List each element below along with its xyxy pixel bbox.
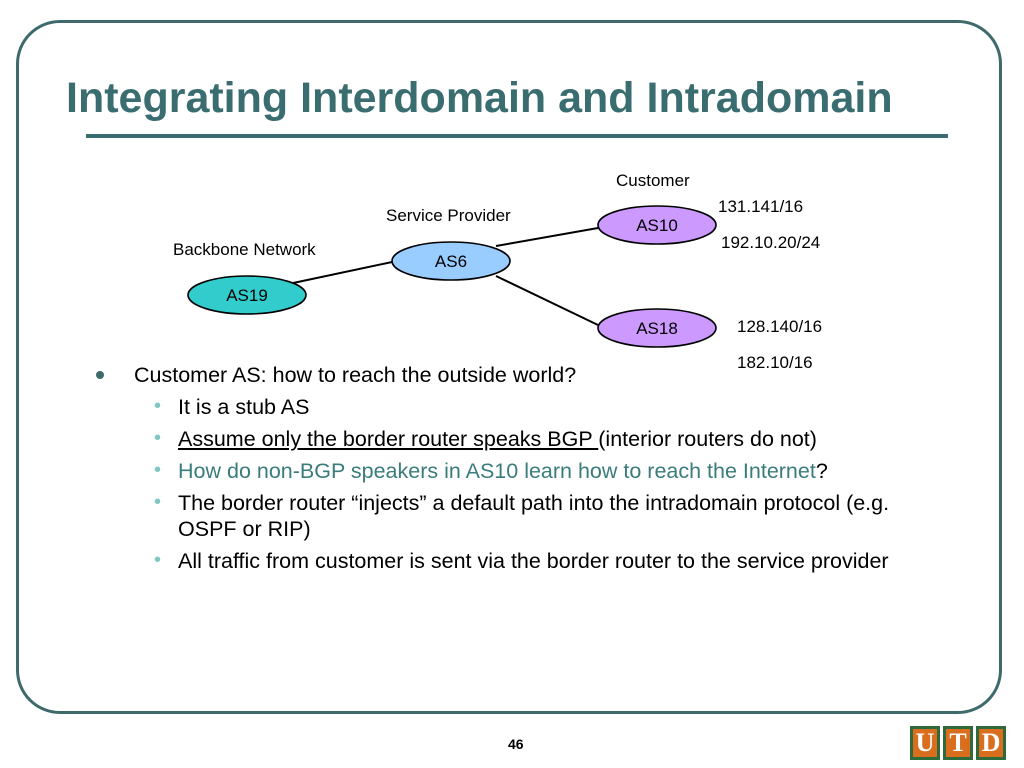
sub-bullet-text: All traffic from customer is sent via th… <box>178 549 889 573</box>
sub-bullet: • All traffic from customer is sent via … <box>94 548 914 574</box>
sub-bullet-dot: • <box>154 427 162 449</box>
bullet-main: Customer AS: how to reach the outside wo… <box>94 362 914 388</box>
title-underline <box>86 134 948 138</box>
slide-title: Integrating Interdomain and Intradomain <box>66 74 893 122</box>
node-as18 <box>597 308 717 348</box>
utd-logo: U T D <box>910 726 1006 760</box>
logo-letter: U <box>910 726 940 760</box>
sub-bullet-highlight-text: How do non-BGP speakers in AS10 learn ho… <box>178 459 816 483</box>
bullet-list: Customer AS: how to reach the outside wo… <box>94 362 914 580</box>
sub-bullet-dot: • <box>154 549 162 571</box>
prefix-as10-a: 131.141/16 <box>718 197 804 216</box>
sub-bullet-text: ? <box>815 459 828 483</box>
prefix-as10-b: 192.10.20/24 <box>721 233 821 252</box>
logo-letter: D <box>976 726 1006 760</box>
sub-bullet: • It is a stub AS <box>94 394 914 420</box>
node-as19 <box>187 275 307 315</box>
sub-bullet: • Assume only the border router speaks B… <box>94 426 914 452</box>
logo-letter: T <box>943 726 973 760</box>
slide-frame <box>16 20 1002 714</box>
node-as19-label: AS19 <box>226 286 268 305</box>
sub-bullet-text: It is a stub AS <box>178 395 310 419</box>
label-service-provider: Service Provider <box>386 206 511 225</box>
sub-bullet: • How do non-BGP speakers in AS10 learn … <box>94 458 914 484</box>
prefix-as18-b: 182.10/16 <box>737 353 813 372</box>
node-as6-label: AS6 <box>435 252 467 271</box>
bullet-dot <box>96 371 104 379</box>
node-as6 <box>391 241 511 281</box>
node-as18-label: AS18 <box>636 319 678 338</box>
page-number: 46 <box>508 736 524 752</box>
bullet-main-text: Customer AS: how to reach the outside wo… <box>134 363 577 387</box>
sub-bullet-text: The border router “injects” a default pa… <box>178 491 890 541</box>
prefix-as18-a: 128.140/16 <box>737 317 823 336</box>
sub-bullet-dot: • <box>154 395 162 417</box>
label-backbone-network: Backbone Network <box>173 240 316 259</box>
sub-bullet-dot: • <box>154 459 162 481</box>
sub-bullet-text: (interior routers do not) <box>598 427 817 451</box>
node-as10 <box>597 205 717 245</box>
label-customer: Customer <box>616 171 690 190</box>
sub-bullet-underlined-text: Assume only the border router speaks BGP <box>178 427 599 451</box>
sub-bullet-dot: • <box>154 491 162 513</box>
node-as10-label: AS10 <box>636 216 678 235</box>
link-as6-as10 <box>495 227 599 247</box>
link-as6-as18 <box>495 275 599 326</box>
sub-bullet: • The border router “injects” a default … <box>94 490 914 542</box>
